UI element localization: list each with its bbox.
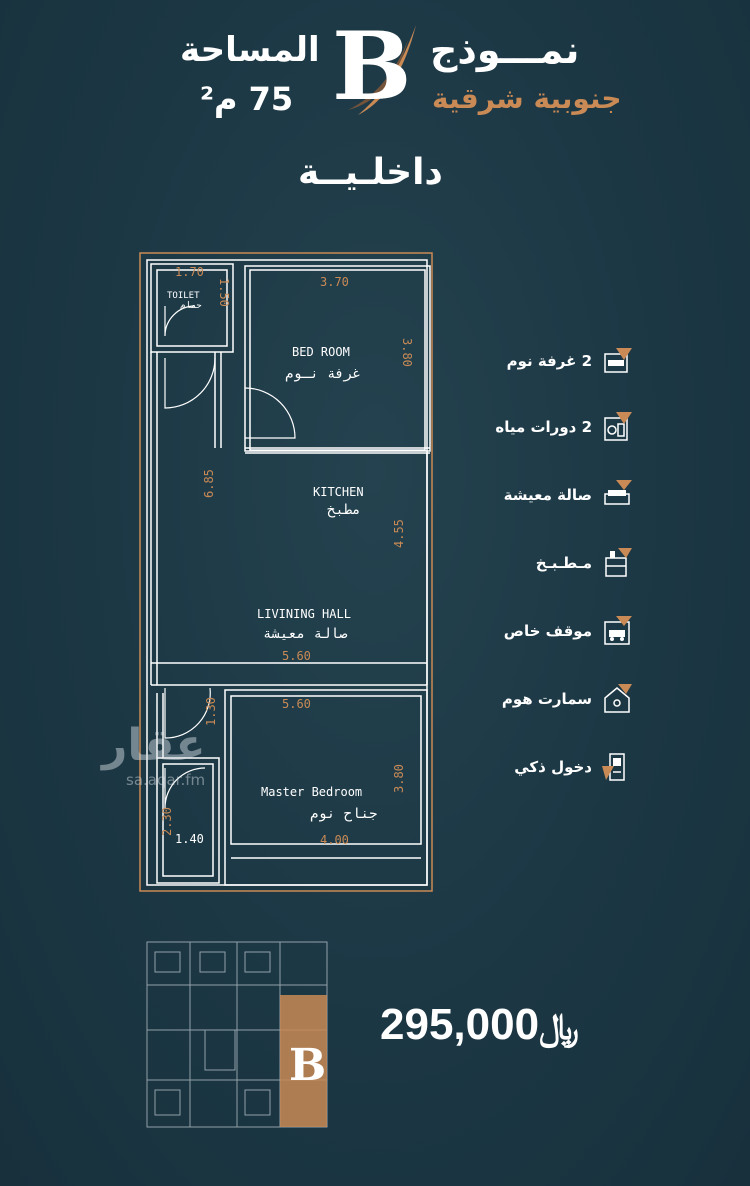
bathroom-icon xyxy=(604,412,632,441)
bed-icon xyxy=(604,348,632,373)
feature-smart-home: سمارت هوم xyxy=(502,684,632,714)
parking-icon xyxy=(604,616,632,645)
floor-plan: 1.70 3.70 5.60 5.60 4.00 1.40 1.50 3.80 … xyxy=(139,252,433,892)
feature-kitchen: مـطـبـخ xyxy=(536,548,632,578)
feature-label: صالة معيشة xyxy=(503,486,592,504)
dim-master-h: 3.80 xyxy=(392,764,406,793)
model-logo: B xyxy=(318,20,418,120)
dim-toilet-h: 1.50 xyxy=(217,278,231,307)
master-label-en: Master Bedroom xyxy=(261,785,362,799)
watermark: عقار sa.aqar.fm xyxy=(102,720,206,789)
toilet-label-en: TOILET xyxy=(167,291,200,301)
kitchen-label-ar: مطبخ xyxy=(327,502,361,518)
feature-label: دخول ذكي xyxy=(514,758,592,776)
dim-toilet-w: 1.70 xyxy=(175,265,204,279)
smart-lock-icon xyxy=(602,753,625,781)
living-label-en: LIVINING HALL xyxy=(257,607,351,621)
area-label: المساحة xyxy=(180,30,320,70)
bedroom-label-en: BED ROOM xyxy=(292,345,350,359)
feature-parking: موقف خاص xyxy=(504,616,632,646)
living-label-ar: صالة معيشة xyxy=(263,626,348,642)
feature-label: 2 دورات مياه xyxy=(495,418,592,436)
feature-smart-entry: دخول ذكي xyxy=(514,752,632,782)
feature-bedrooms: 2 غرفة نوم xyxy=(507,346,632,376)
smart-home-icon xyxy=(604,684,632,713)
feature-label: مـطـبـخ xyxy=(535,554,592,572)
model-letter: B xyxy=(332,12,412,122)
dim-corr-h: 1.30 xyxy=(204,697,218,726)
dim-bath-h: 2.30 xyxy=(160,807,174,836)
sofa-icon xyxy=(604,480,632,505)
price: ﷼295,000 xyxy=(380,1000,593,1050)
bedroom-label-ar: غرفة نـوم xyxy=(285,366,361,382)
orientation-label: جنوبية شرقية xyxy=(432,82,622,115)
watermark-url: sa.aqar.fm xyxy=(126,771,206,789)
section-title: داخلـيــة xyxy=(298,152,443,193)
building-plan-thumbnail: B xyxy=(146,941,328,1128)
model-title: نمـــوذج xyxy=(430,28,580,72)
dim-master-w: 4.00 xyxy=(320,833,349,847)
dim-living-w: 5.60 xyxy=(282,649,311,663)
feature-living: صالة معيشة xyxy=(504,480,632,510)
kitchen-icon xyxy=(605,548,632,577)
dim-bed-w: 3.70 xyxy=(320,275,349,289)
toilet-label-ar: حمام xyxy=(180,301,202,311)
feature-label: 2 غرفة نوم xyxy=(506,352,592,370)
feature-bathrooms: 2 دورات مياه xyxy=(495,412,632,442)
dim-master-w-top: 5.60 xyxy=(282,697,311,711)
dim-kitchen-h: 4.55 xyxy=(392,519,406,548)
dim-left-h: 6.85 xyxy=(202,469,216,498)
price-amount: 295,000 xyxy=(380,1000,540,1049)
mini-plan-letter: B xyxy=(289,1040,326,1091)
watermark-name: عقار xyxy=(102,720,206,771)
area-value: 75 م² xyxy=(200,80,294,118)
master-label-ar: جناح نوم xyxy=(310,806,377,822)
kitchen-label-en: KITCHEN xyxy=(313,485,364,499)
currency-symbol: ﷼ xyxy=(539,1006,579,1047)
feature-label: سمارت هوم xyxy=(501,690,592,708)
dim-bath-w: 1.40 xyxy=(175,832,204,846)
feature-label: موقف خاص xyxy=(503,622,592,640)
dim-bed-h: 3.80 xyxy=(400,338,414,367)
